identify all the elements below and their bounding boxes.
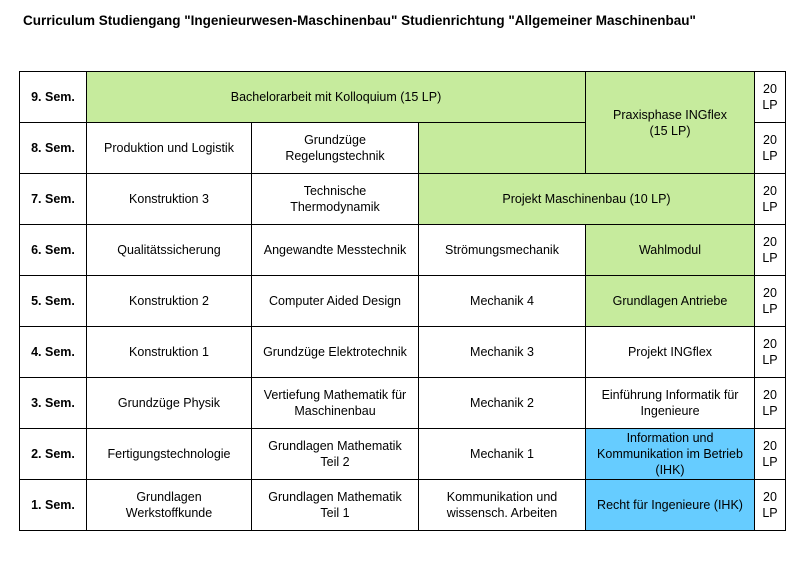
module-konstruktion1: Konstruktion 1 bbox=[86, 326, 252, 378]
module-wahlmodul: Wahlmodul bbox=[585, 224, 755, 276]
module-mechanik1: Mechanik 1 bbox=[418, 428, 586, 480]
curriculum-table: 9. Sem. Bachelorarbeit mit Kolloquium (1… bbox=[19, 71, 786, 531]
semester-label: 2. Sem. bbox=[19, 428, 87, 480]
module-bachelorarbeit: Bachelorarbeit mit Kolloquium (15 LP) bbox=[86, 71, 586, 123]
table-row: 3. Sem. Grundzüge Physik Vertiefung Math… bbox=[19, 377, 786, 429]
module-mechanik4: Mechanik 4 bbox=[418, 275, 586, 327]
module-praxisphase: Praxisphase INGflex(15 LP) bbox=[585, 71, 755, 174]
module-konstruktion3: Konstruktion 3 bbox=[86, 173, 252, 225]
table-row: 4. Sem. Konstruktion 1 Grundzüge Elektro… bbox=[19, 326, 786, 378]
page-title: Curriculum Studiengang "Ingenieurwesen-M… bbox=[23, 13, 696, 28]
module-praxisphase-fill bbox=[418, 122, 586, 174]
module-cad: Computer Aided Design bbox=[251, 275, 419, 327]
module-fertigung: Fertigungstechnologie bbox=[86, 428, 252, 480]
semester-label: 4. Sem. bbox=[19, 326, 87, 378]
table-row: 8. Sem. Produktion und Logistik Grundzüg… bbox=[19, 122, 786, 174]
semester-label: 7. Sem. bbox=[19, 173, 87, 225]
module-messtechnik: Angewandte Messtechnik bbox=[251, 224, 419, 276]
module-projekt-maschinenbau: Projekt Maschinenbau (10 LP) bbox=[418, 173, 755, 225]
module-projekt-ingflex: Projekt INGflex bbox=[585, 326, 755, 378]
semester-label: 9. Sem. bbox=[19, 71, 87, 123]
module-mechanik3: Mechanik 3 bbox=[418, 326, 586, 378]
module-produktion: Produktion und Logistik bbox=[86, 122, 252, 174]
table-row: 6. Sem. Qualitätssicherung Angewandte Me… bbox=[19, 224, 786, 276]
module-recht: Recht für Ingenieure (IHK) bbox=[585, 479, 755, 531]
semester-label: 3. Sem. bbox=[19, 377, 87, 429]
module-physik: Grundzüge Physik bbox=[86, 377, 252, 429]
semester-label: 8. Sem. bbox=[19, 122, 87, 174]
table-row: 5. Sem. Konstruktion 2 Computer Aided De… bbox=[19, 275, 786, 327]
semester-label: 6. Sem. bbox=[19, 224, 87, 276]
module-antriebe: Grundlagen Antriebe bbox=[585, 275, 755, 327]
table-row: 9. Sem. Bachelorarbeit mit Kolloquium (1… bbox=[19, 71, 786, 174]
table-row: 2. Sem. Fertigungstechnologie Grundlagen… bbox=[19, 428, 786, 480]
module-qualitaet: Qualitätssicherung bbox=[86, 224, 252, 276]
semester-label: 5. Sem. bbox=[19, 275, 87, 327]
semester-label: 1. Sem. bbox=[19, 479, 87, 531]
module-stroemung: Strömungsmechanik bbox=[418, 224, 586, 276]
module-mechanik2: Mechanik 2 bbox=[418, 377, 586, 429]
module-elektrotechnik: Grundzüge Elektrotechnik bbox=[251, 326, 419, 378]
module-konstruktion2: Konstruktion 2 bbox=[86, 275, 252, 327]
